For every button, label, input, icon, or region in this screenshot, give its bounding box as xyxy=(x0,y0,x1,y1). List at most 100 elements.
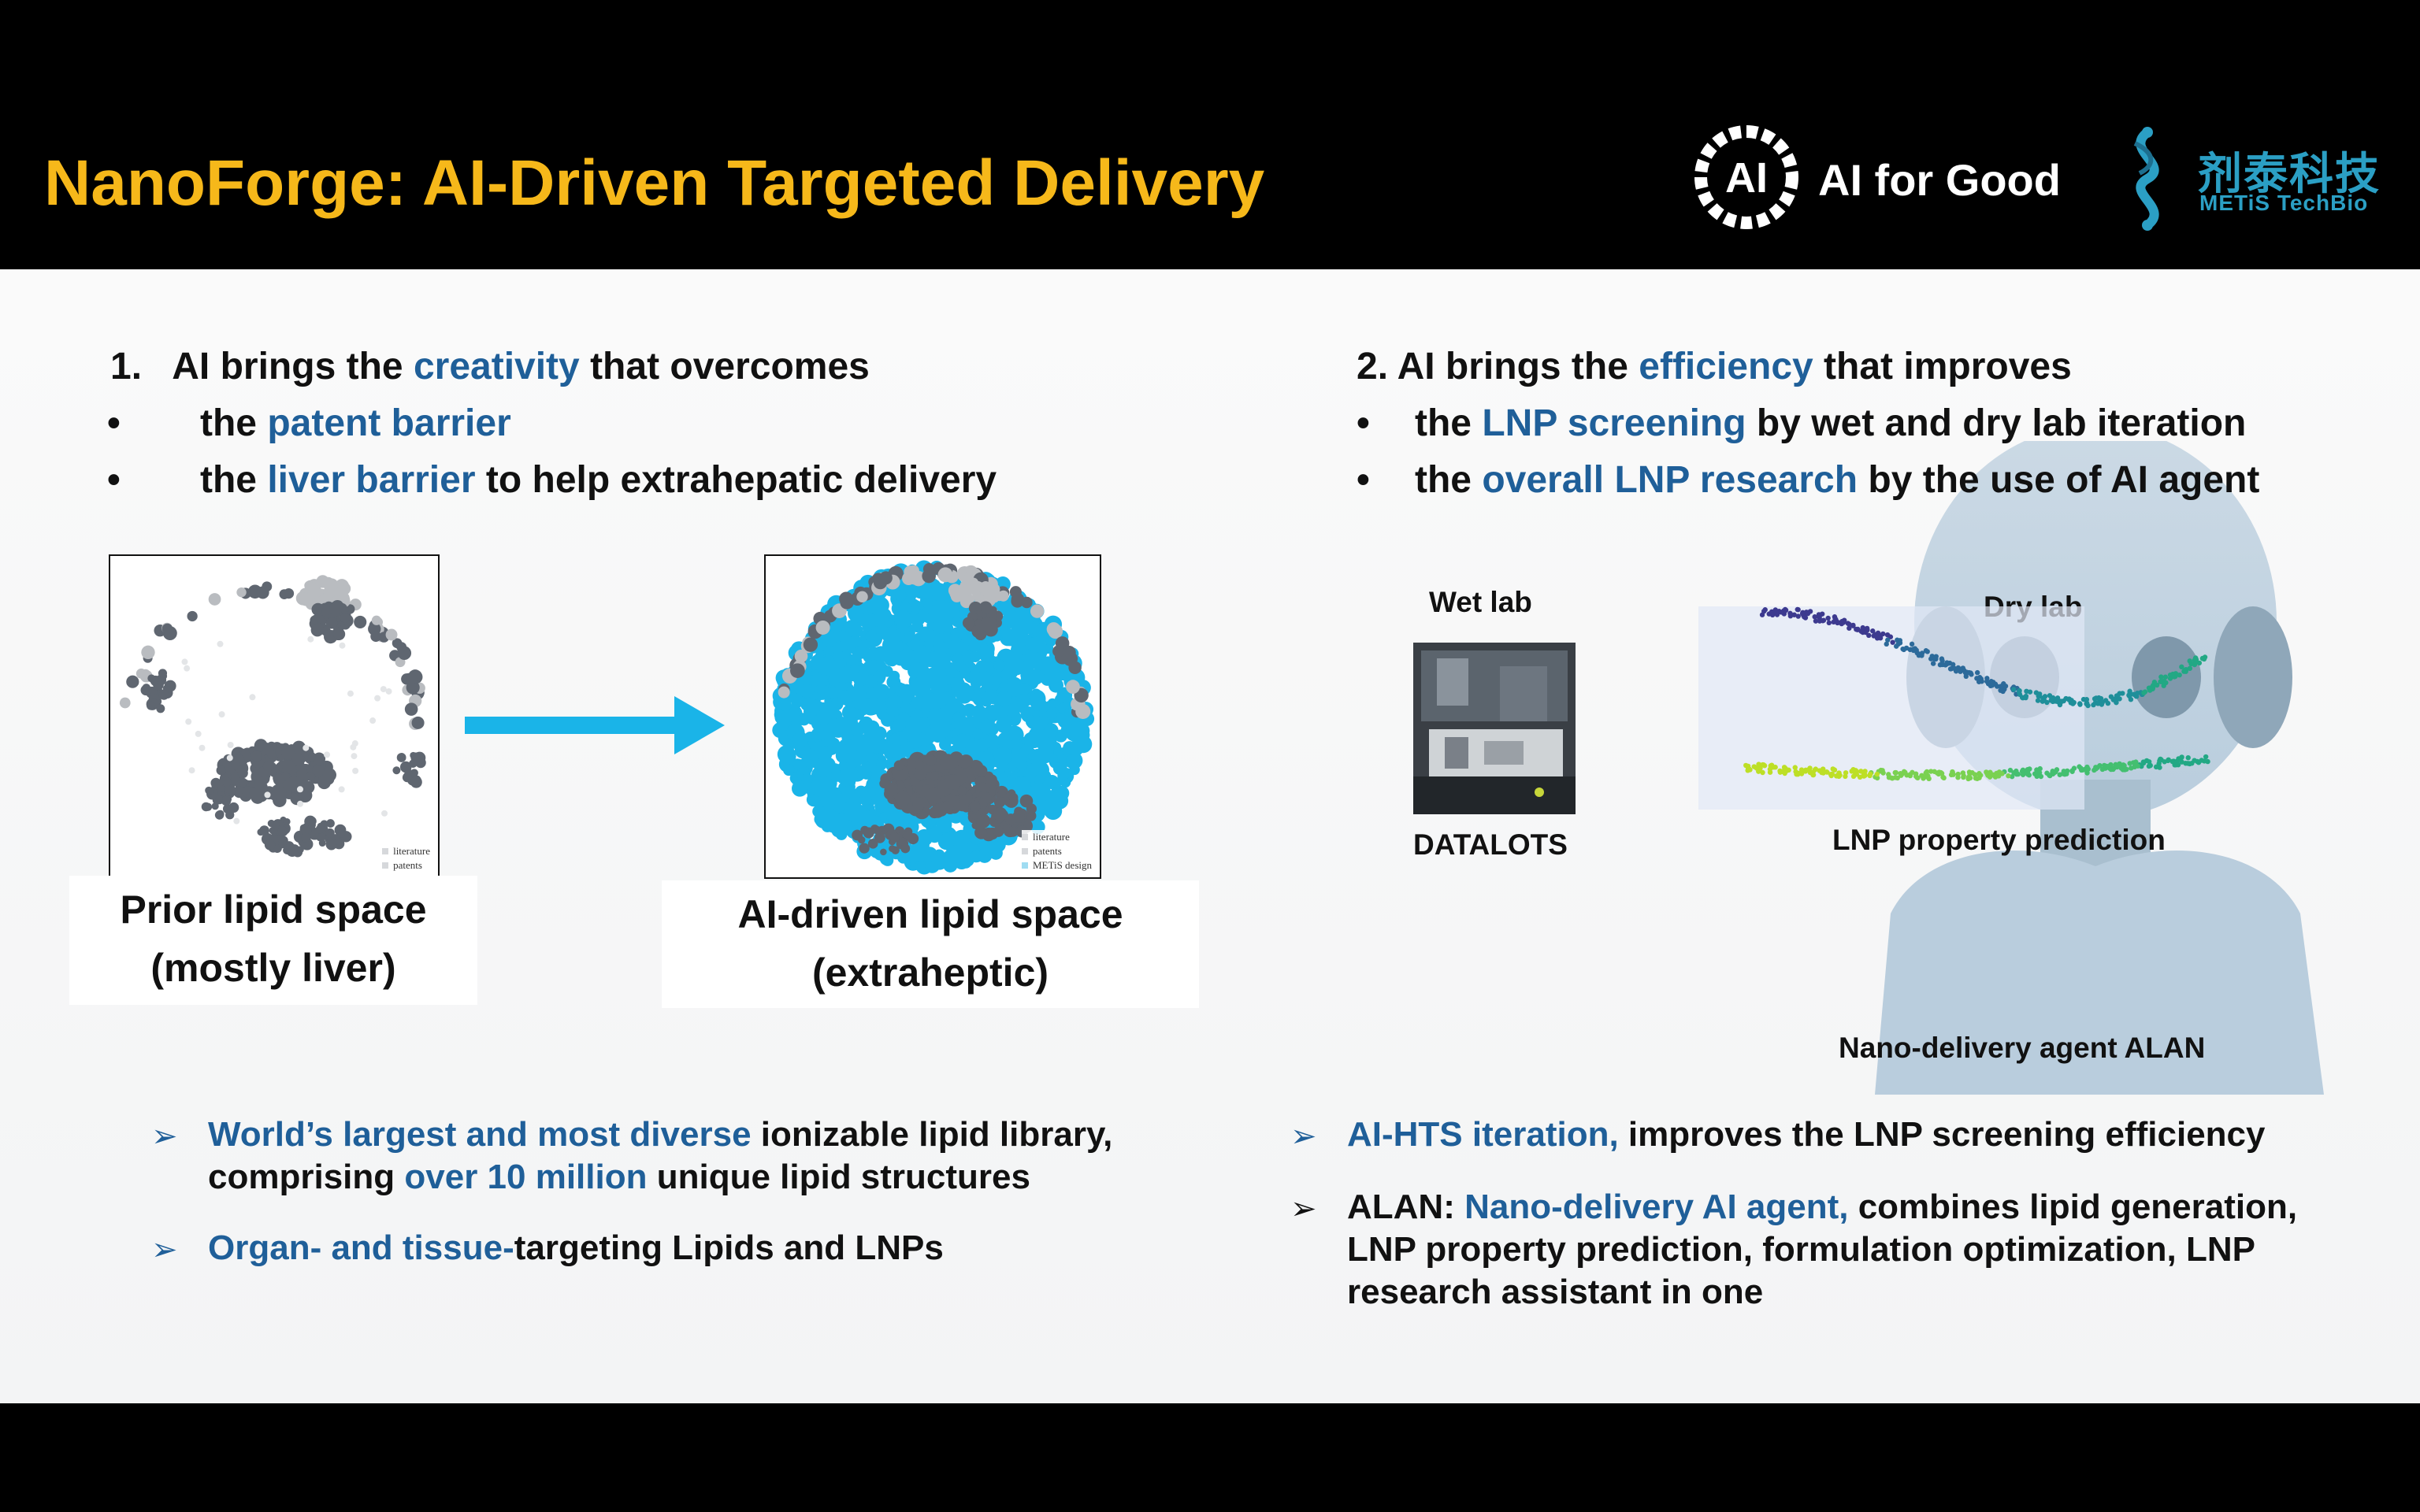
scatter-point xyxy=(1937,662,1943,668)
scatter-point xyxy=(225,810,235,820)
scatter-point xyxy=(2121,762,2127,769)
scatter-point xyxy=(1802,769,1809,774)
scatter-point xyxy=(369,717,377,724)
scatter-point xyxy=(915,861,926,872)
scatter-point xyxy=(338,786,345,793)
scatter-point xyxy=(815,775,832,792)
scatter-point xyxy=(873,825,882,835)
scatter-point xyxy=(2150,685,2156,691)
scatter-point xyxy=(800,698,814,711)
bullet-dot: • xyxy=(1357,459,1370,501)
scatter-point xyxy=(972,728,983,739)
scatter-point xyxy=(926,754,937,766)
scatter-point xyxy=(1021,596,1033,609)
scatter-point xyxy=(1990,773,1995,778)
scatter-point xyxy=(993,659,1005,671)
scatter-point xyxy=(2007,767,2014,773)
scatter-point xyxy=(884,783,898,797)
scatter-point xyxy=(1939,658,1945,664)
scatter-point xyxy=(185,718,192,725)
scatter-point xyxy=(251,750,262,762)
scatter-point xyxy=(815,683,827,695)
scatter-point xyxy=(2158,674,2164,680)
legend-patents-label: patents xyxy=(393,859,422,871)
scatter-point xyxy=(969,669,981,681)
bullet-dot: • xyxy=(107,459,121,501)
rb2-post: combines lipid generation, xyxy=(1848,1188,2298,1226)
scatter-point xyxy=(1030,715,1043,728)
scatter-point xyxy=(317,832,326,841)
scatter-point xyxy=(1751,764,1757,769)
scatter-point xyxy=(396,642,407,653)
scatter-point xyxy=(839,591,854,606)
scatter-point xyxy=(126,675,139,688)
rb2-line2: LNP property prediction, formulation opt… xyxy=(1347,1230,2255,1269)
scatter-point xyxy=(1757,765,1763,771)
scatter-point xyxy=(923,667,942,686)
scatter-point xyxy=(879,571,893,585)
scatter-point xyxy=(2179,664,2184,670)
ai-lipid-scatter xyxy=(772,560,1095,875)
scatter-point xyxy=(1928,656,1934,662)
agent-label: Nano-delivery agent ALAN xyxy=(1839,1032,2206,1064)
scatter-point xyxy=(957,754,971,769)
scatter-point xyxy=(939,754,956,770)
scatter-point xyxy=(912,842,930,861)
header-bar xyxy=(0,76,2420,269)
scatter-point xyxy=(893,760,905,771)
scatter-point xyxy=(837,630,848,642)
scatter-point xyxy=(1002,610,1020,628)
scatter-point xyxy=(2113,762,2118,768)
scatter-point xyxy=(1866,632,1872,639)
scatter-point xyxy=(1796,770,1802,776)
scatter-point xyxy=(221,795,232,806)
scatter-point xyxy=(1029,762,1045,777)
scatter-point xyxy=(385,628,398,641)
rb2-line3: research assistant in one xyxy=(1347,1273,1764,1311)
lb1-line2-hl: over 10 million xyxy=(404,1158,648,1196)
scatter-point xyxy=(980,839,998,857)
scatter-point xyxy=(249,786,263,801)
scatter-point xyxy=(1044,723,1059,739)
scatter-point xyxy=(1885,637,1891,643)
lb2-post: targeting Lipids and LNPs xyxy=(514,1228,944,1267)
legend-patents: patents xyxy=(382,858,430,873)
scatter-point xyxy=(2146,759,2152,765)
scatter-point xyxy=(880,848,887,856)
scatter-point xyxy=(354,615,367,628)
scatter-point xyxy=(1961,774,1966,780)
right-arrow-icon xyxy=(465,696,725,754)
scatter-point xyxy=(2035,698,2041,703)
scatter-point xyxy=(374,695,381,702)
scatter-point xyxy=(2016,689,2022,695)
scatter-point xyxy=(308,753,316,762)
scatter-point xyxy=(2117,691,2122,696)
scatter-point xyxy=(874,832,885,843)
scatter-point xyxy=(1867,771,1873,777)
scatter-point xyxy=(254,781,262,790)
scatter-point xyxy=(833,802,844,813)
scatter-point xyxy=(2127,761,2132,766)
arrow-bullet-icon: ➢ xyxy=(1290,1119,1317,1154)
scatter-point xyxy=(2071,699,2077,706)
scatter-point xyxy=(1817,768,1822,773)
scatter-point xyxy=(900,843,911,854)
scatter-point xyxy=(1924,649,1930,654)
scatter-point xyxy=(2185,754,2191,761)
scatter-point xyxy=(1857,774,1863,780)
scatter-point xyxy=(1950,662,1956,668)
scatter-point xyxy=(380,686,387,693)
scatter-point xyxy=(385,687,392,695)
right-b1-post: by wet and dry lab iteration xyxy=(1746,402,2247,444)
slide-title: NanoForge: AI-Driven Targeted Delivery xyxy=(44,147,1265,219)
caption-line-1: AI-driven lipid space xyxy=(737,892,1123,936)
footer-bar xyxy=(0,1403,2420,1512)
scatter-point xyxy=(950,676,965,691)
legend-literature-label: literature xyxy=(393,845,430,857)
scatter-point xyxy=(1806,766,1812,772)
legend-patents: patents xyxy=(1021,844,1092,858)
scatter-point xyxy=(1030,604,1045,618)
scatter-point xyxy=(1934,770,1940,776)
left-bullet-1: •the patent barrier xyxy=(107,400,511,447)
scatter-point xyxy=(237,768,248,779)
